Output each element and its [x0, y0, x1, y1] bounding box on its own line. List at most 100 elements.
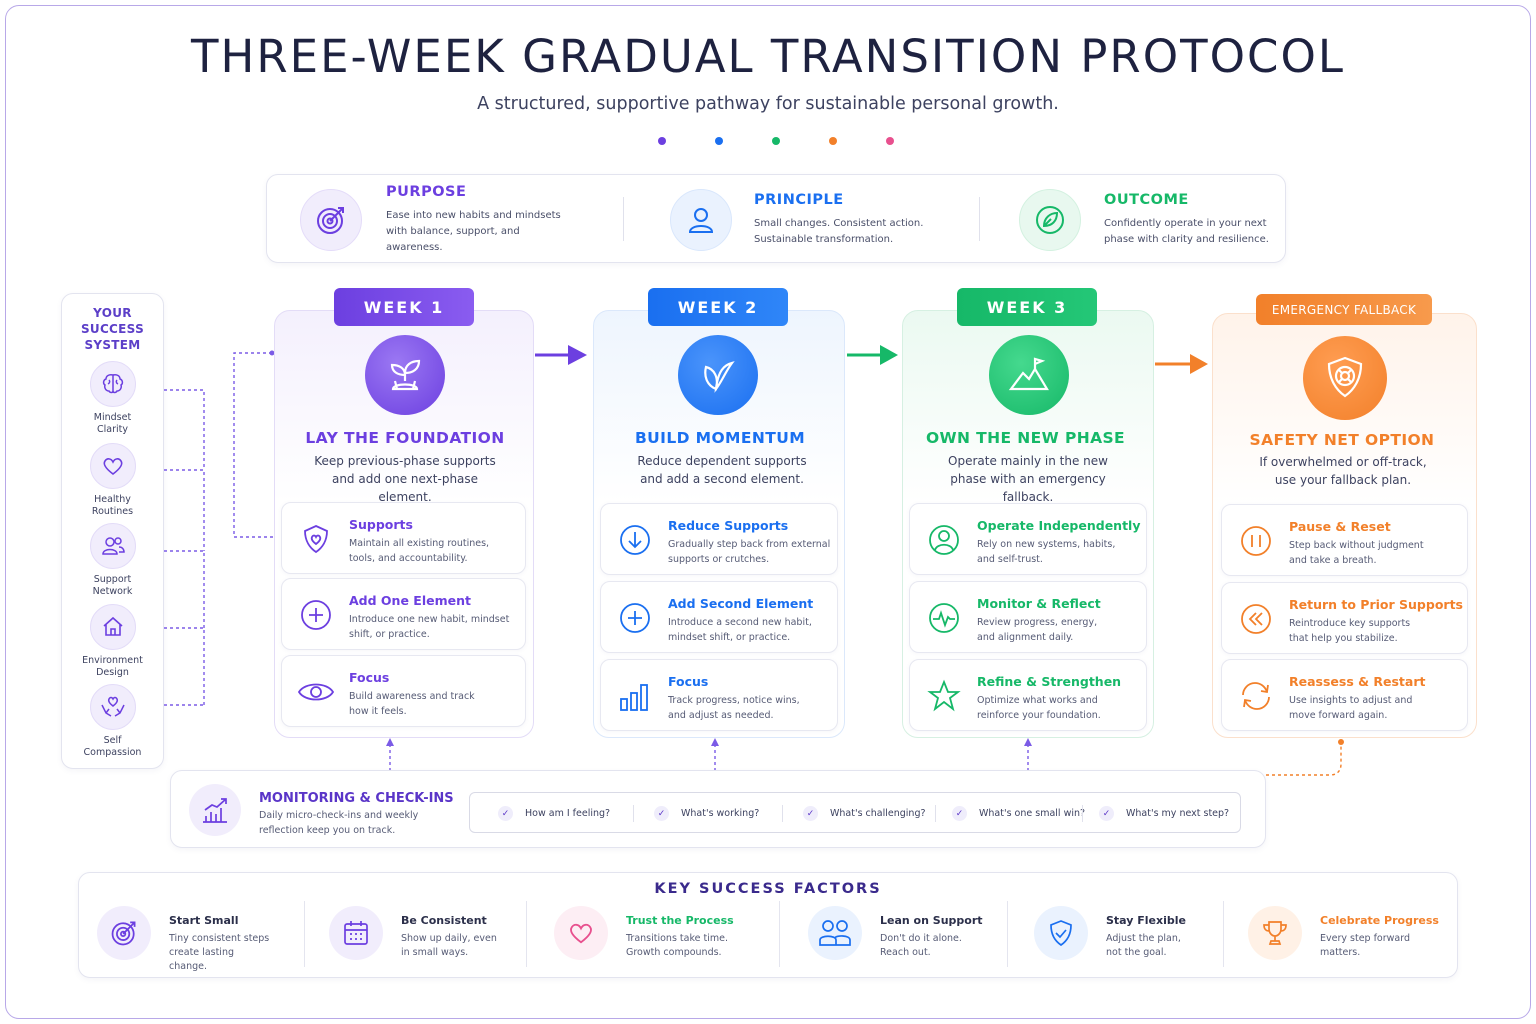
dot-purple [658, 137, 666, 145]
calendar-icon [329, 906, 383, 960]
emergency-pause-reset: Pause & Reset Step back without judgment… [1221, 504, 1468, 576]
sidebar-title: YOUR SUCCESS SYSTEM [80, 306, 145, 352]
week-1-focus: Focus Build awareness and track how it f… [281, 655, 526, 727]
page-subtitle: A structured, supportive pathway for sus… [477, 94, 1059, 114]
week-1-badge: WEEK 1 [334, 288, 474, 326]
week-3-monitor-reflect: Monitor & Reflect Review progress, energ… [909, 581, 1147, 653]
week-2-reduce-supports: Reduce Supports Gradually step back from… [600, 503, 838, 575]
week-1-add-element: Add One Element Introduce one new habit,… [281, 578, 526, 650]
week-3-refine-strengthen: Refine & Strengthen Optimize what works … [909, 659, 1147, 731]
shield-lifebuoy-icon [1303, 336, 1387, 420]
emergency-fallback-column: SAFETY NET OPTION If overwhelmed or off-… [1212, 313, 1477, 738]
week-title: SAFETY NET OPTION [1249, 431, 1435, 449]
check-icon: ✓ [1099, 806, 1114, 821]
hands-heart-icon [89, 684, 136, 730]
heart-icon [89, 443, 136, 489]
checkin-question: ✓What's working? [654, 793, 759, 834]
sidebar-item-compassion: Self Compassion [62, 684, 163, 759]
overview-desc: Ease into new habits and mindsets with b… [386, 209, 561, 253]
check-icon: ✓ [498, 806, 513, 821]
overview-principle: PRINCIPLE Small changes. Consistent acti… [670, 175, 939, 264]
heart-icon [554, 906, 608, 960]
overview-bar: PURPOSE Ease into new habits and mindset… [266, 174, 1286, 263]
page-frame [5, 5, 1531, 1019]
shield-icon [1034, 906, 1088, 960]
week-desc: Keep previous-phase supports and add one… [314, 454, 496, 504]
check-icon: ✓ [952, 806, 967, 821]
sidebar-item-environment: Environment Design [62, 604, 163, 679]
week-2-badge: WEEK 2 [648, 288, 788, 326]
dot-orange [829, 137, 837, 145]
decorative-dots [658, 137, 894, 145]
week-2-add-second-element: Add Second Element Introduce a second ne… [600, 581, 838, 653]
week-1-column: LAY THE FOUNDATION Keep previous-phase s… [274, 310, 534, 738]
people-icon [89, 523, 136, 569]
sidebar-item-routines: Healthy Routines [62, 443, 163, 518]
shield-heart-icon [296, 519, 336, 559]
plus-circle-icon [615, 598, 655, 638]
people-icon [808, 906, 862, 960]
leaf-icon [1019, 188, 1081, 251]
dot-pink [886, 137, 894, 145]
refresh-icon [1236, 676, 1276, 716]
emergency-return-prior-supports: Return to Prior Supports Reintroduce key… [1221, 582, 1468, 654]
week-3-badge: WEEK 3 [957, 288, 1097, 326]
person-circle-icon [924, 520, 964, 560]
week-title: LAY THE FOUNDATION [305, 429, 505, 447]
checkin-question: ✓What's one small win? [952, 793, 1085, 834]
factors-title: KEY SUCCESS FACTORS [654, 881, 882, 897]
checkin-question: ✓How am I feeling? [498, 793, 610, 834]
star-icon [924, 676, 964, 716]
person-icon [670, 188, 732, 251]
target-icon [300, 188, 362, 251]
week-title: BUILD MOMENTUM [634, 429, 806, 447]
trophy-icon [1248, 906, 1302, 960]
chart-growth-icon [189, 784, 241, 836]
week-2-focus: Focus Track progress, notice wins, and a… [600, 659, 838, 731]
emergency-reassess-restart: Reassess & Restart Use insights to adjus… [1221, 659, 1468, 731]
overview-title: PURPOSE [386, 183, 467, 200]
week-desc: Operate mainly in the new phase with an … [948, 454, 1108, 504]
checkin-question: ✓What's my next step? [1099, 793, 1229, 834]
dot-green [772, 137, 780, 145]
plus-circle-icon [296, 595, 336, 635]
checkin-question: ✓What's challenging? [803, 793, 926, 834]
emergency-badge: EMERGENCY FALLBACK [1256, 294, 1432, 325]
monitoring-checkins: MONITORING & CHECK-INS Daily micro-check… [170, 770, 1266, 848]
pause-circle-icon [1236, 521, 1276, 561]
sprout-icon [365, 335, 445, 415]
mountain-flag-icon [989, 335, 1069, 415]
rewind-circle-icon [1236, 599, 1276, 639]
week-desc: Reduce dependent supports and add a seco… [637, 454, 807, 486]
week-1-supports: Supports Maintain all existing routines,… [281, 502, 526, 574]
key-success-factors: KEY SUCCESS FACTORS Start Small Tiny con… [78, 872, 1458, 978]
target-icon [97, 906, 151, 960]
leaves-icon [678, 335, 758, 415]
week-desc: If overwhelmed or off-track, use your fa… [1259, 455, 1427, 487]
page-title: THREE-WEEK GRADUAL TRANSITION PROTOCOL [191, 30, 1345, 83]
arrow-down-circle-icon [615, 520, 655, 560]
check-icon: ✓ [654, 806, 669, 821]
week-3-operate-independently: Operate Independently Rely on new system… [909, 503, 1147, 575]
home-icon [89, 604, 136, 650]
pulse-icon [924, 598, 964, 638]
overview-desc: Confidently operate in your next phase w… [1104, 217, 1269, 245]
week-3-column: OWN THE NEW PHASE Operate mainly in the … [902, 310, 1154, 738]
overview-purpose: PURPOSE Ease into new habits and mindset… [300, 175, 571, 264]
brain-icon [89, 361, 136, 407]
bar-chart-icon [615, 676, 655, 716]
sidebar-item-support: Support Network [62, 523, 163, 598]
overview-title: OUTCOME [1104, 191, 1189, 208]
week-title: OWN THE NEW PHASE [925, 429, 1126, 447]
sidebar-item-mindset: Mindset Clarity [62, 361, 163, 436]
monitoring-title: MONITORING & CHECK-INS [259, 791, 454, 806]
checkin-questions: ✓How am I feeling? ✓What's working? ✓Wha… [469, 792, 1241, 833]
success-system-sidebar: YOUR SUCCESS SYSTEM Mindset Clarity Heal… [61, 293, 164, 769]
overview-title: PRINCIPLE [754, 191, 844, 208]
eye-icon [296, 672, 336, 712]
monitoring-desc: Daily micro-check-ins and weekly reflect… [259, 810, 419, 836]
dot-blue [715, 137, 723, 145]
week-2-column: BUILD MOMENTUM Reduce dependent supports… [593, 310, 845, 738]
overview-outcome: OUTCOME Confidently operate in your next… [1019, 175, 1285, 264]
